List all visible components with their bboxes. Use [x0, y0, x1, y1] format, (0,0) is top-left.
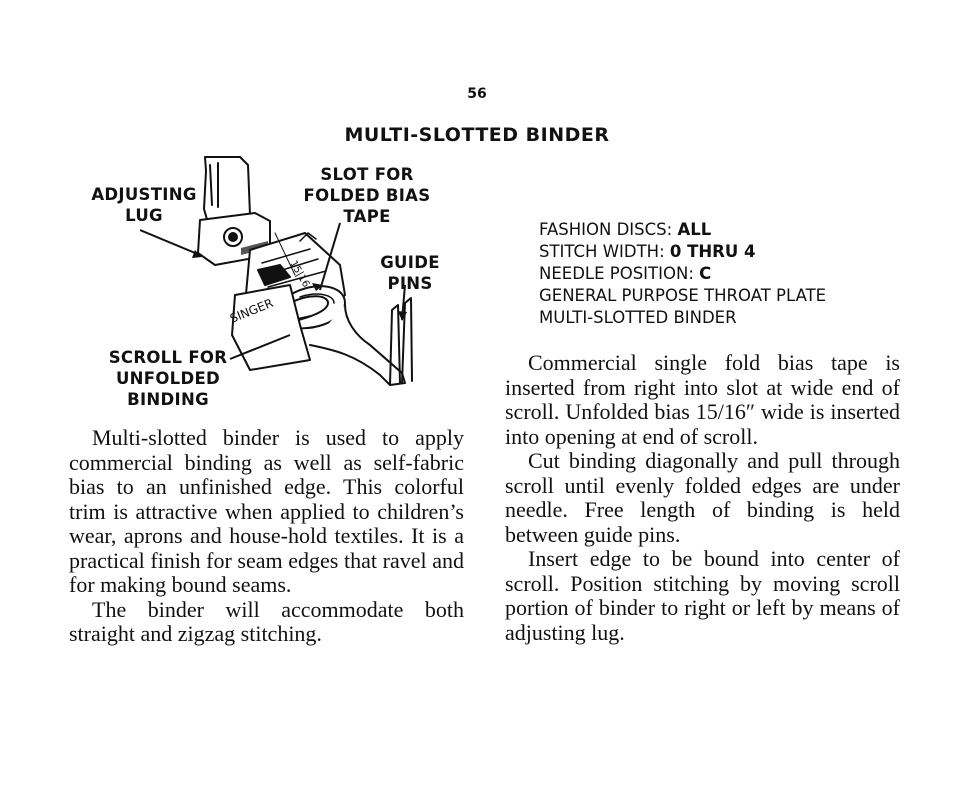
left-column-text: Multi-slotted binder is used to apply co… — [69, 425, 464, 647]
page-number: 56 — [467, 86, 487, 102]
leader-scroll — [229, 334, 291, 360]
callout-line: PINS — [387, 274, 433, 293]
callout-line: TAPE — [343, 207, 391, 226]
callout-line: BINDING — [127, 390, 209, 409]
setting-line: FASHION DISCS: ALL — [539, 219, 826, 241]
callout-line: SLOT FOR — [320, 165, 414, 184]
page-title: MULTI-SLOTTED BINDER — [344, 124, 610, 146]
setting-line: GENERAL PURPOSE THROAT PLATE — [539, 285, 826, 307]
setting-label: MULTI-SLOTTED BINDER — [539, 308, 737, 327]
setting-value: C — [699, 264, 712, 283]
setting-label: GENERAL PURPOSE THROAT PLATE — [539, 286, 827, 305]
leader-slot — [319, 222, 341, 291]
body-paragraph: The binder will accommodate both straigh… — [69, 596, 464, 646]
setting-value: 0 THRU 4 — [669, 242, 756, 261]
machine-settings: FASHION DISCS: ALL STITCH WIDTH: 0 THRU … — [539, 219, 826, 329]
callout-line: GUIDE — [380, 253, 440, 272]
right-column-text: Commercial single fold bias tape is inse… — [505, 350, 900, 645]
setting-label: FASHION DISCS: — [539, 220, 678, 239]
callout-line: LUG — [125, 206, 163, 225]
guide-pin-left — [389, 304, 401, 386]
callout-line: SCROLL FOR — [108, 348, 228, 367]
guide-pin-right — [401, 297, 413, 384]
body-paragraph: Multi-slotted binder is used to apply co… — [69, 425, 464, 597]
setting-value: ALL — [677, 220, 712, 239]
binder-illustration: SINGER 15|16 — [140, 156, 413, 386]
setting-label: NEEDLE POSITION: — [539, 264, 700, 283]
callout-line: ADJUSTING — [91, 185, 197, 204]
slot-callout: SLOT FOR FOLDED BIAS TAPE — [292, 164, 442, 227]
setting-line: NEEDLE POSITION: C — [539, 263, 826, 285]
setting-label: STITCH WIDTH: — [539, 242, 670, 261]
body-paragraph: Cut binding diagonally and pull through … — [505, 448, 900, 547]
leader-adjusting-lug — [140, 229, 201, 256]
scroll-callout: SCROLL FOR UNFOLDED BINDING — [98, 347, 238, 410]
body-paragraph: Insert edge to be bound into center of s… — [505, 546, 900, 645]
binder-neck — [309, 304, 406, 386]
guide-pins-callout: GUIDE PINS — [370, 252, 450, 294]
callout-line: FOLDED BIAS — [303, 186, 431, 205]
adjusting-lug-callout: ADJUSTING LUG — [84, 184, 204, 226]
setting-line: STITCH WIDTH: 0 THRU 4 — [539, 241, 826, 263]
base-plate — [231, 284, 311, 371]
body-paragraph: Commercial single fold bias tape is inse… — [505, 350, 900, 449]
callout-line: UNFOLDED — [115, 369, 221, 388]
setting-line: MULTI-SLOTTED BINDER — [539, 307, 826, 329]
